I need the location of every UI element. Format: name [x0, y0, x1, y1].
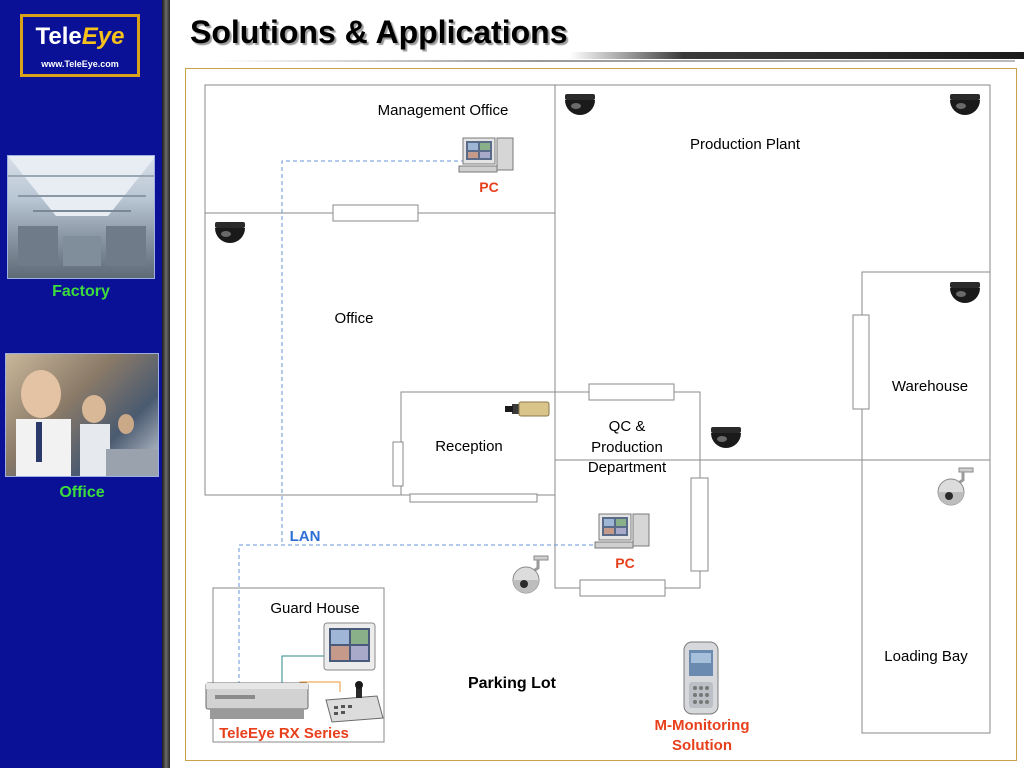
teleeye-logo[interactable]: TeleEye www.TeleEye.com	[20, 14, 140, 77]
title-rule-secondary	[215, 60, 1015, 62]
factory-photo-art	[8, 156, 154, 266]
pc-icon[interactable]	[594, 513, 650, 549]
logo-name: TeleEye	[23, 23, 137, 51]
title-rule	[570, 52, 1024, 59]
mobile-label-line1: M-Monitoring	[655, 717, 750, 734]
qc-label-line1: QC &	[609, 418, 646, 435]
mobile-label-line2: Solution	[672, 737, 732, 754]
box-camera-icon[interactable]	[505, 401, 550, 417]
management-office-label: Management Office	[378, 102, 509, 119]
sidebar-edge	[162, 0, 170, 768]
room-labels: Management Office Production Plant Offic…	[270, 102, 968, 692]
production-plant-label: Production Plant	[690, 136, 801, 153]
reception-label: Reception	[435, 438, 503, 455]
rx-series-label: TeleEye RX Series	[219, 725, 349, 742]
pc-icon[interactable]	[458, 137, 514, 173]
dome-camera-icon[interactable]	[215, 222, 245, 243]
office-room-label: Office	[335, 310, 374, 327]
ptz-camera-icon[interactable]	[936, 466, 975, 507]
office-photo[interactable]	[5, 353, 159, 477]
office-photo-art	[16, 370, 158, 476]
logo-url: www.TeleEye.com	[41, 59, 119, 69]
mobile-phone-icon[interactable]	[683, 641, 719, 715]
dome-camera-icon[interactable]	[565, 94, 595, 115]
logo-name-part1: Tele	[35, 23, 82, 50]
parking-lot-label: Parking Lot	[468, 675, 557, 692]
page-title: Solutions & Applications	[190, 14, 568, 50]
pc-label-top: PC	[479, 179, 498, 195]
warehouse-label: Warehouse	[892, 378, 968, 395]
dome-camera-icon[interactable]	[950, 94, 980, 115]
diagram-frame	[185, 68, 1017, 761]
keyboard-controller-icon[interactable]	[325, 681, 384, 723]
guard-house-label: Guard House	[270, 600, 359, 617]
pc-label-bottom: PC	[615, 555, 634, 571]
dome-camera-icon[interactable]	[950, 282, 980, 303]
dvr-icon[interactable]	[205, 682, 309, 719]
sidebar-item-office[interactable]: Office	[59, 484, 105, 501]
door-markers	[332, 204, 870, 597]
lan-label: LAN	[290, 528, 321, 545]
device-labels: PC PC LAN TeleEye RX Series M-Monitoring…	[219, 179, 749, 754]
qc-label-line3: Department	[588, 459, 667, 476]
monitor-icon[interactable]	[323, 622, 376, 671]
factory-photo[interactable]	[7, 155, 155, 279]
logo-name-part2: Eye	[81, 23, 125, 50]
lan-network-lines	[238, 160, 600, 686]
dome-camera-icon[interactable]	[711, 427, 741, 448]
sidebar-item-factory[interactable]: Factory	[52, 283, 110, 300]
floor-plan-walls	[204, 84, 991, 743]
loading-bay-label: Loading Bay	[884, 648, 968, 665]
ptz-camera-icon[interactable]	[511, 554, 550, 595]
qc-label-line2: Production	[591, 439, 663, 456]
